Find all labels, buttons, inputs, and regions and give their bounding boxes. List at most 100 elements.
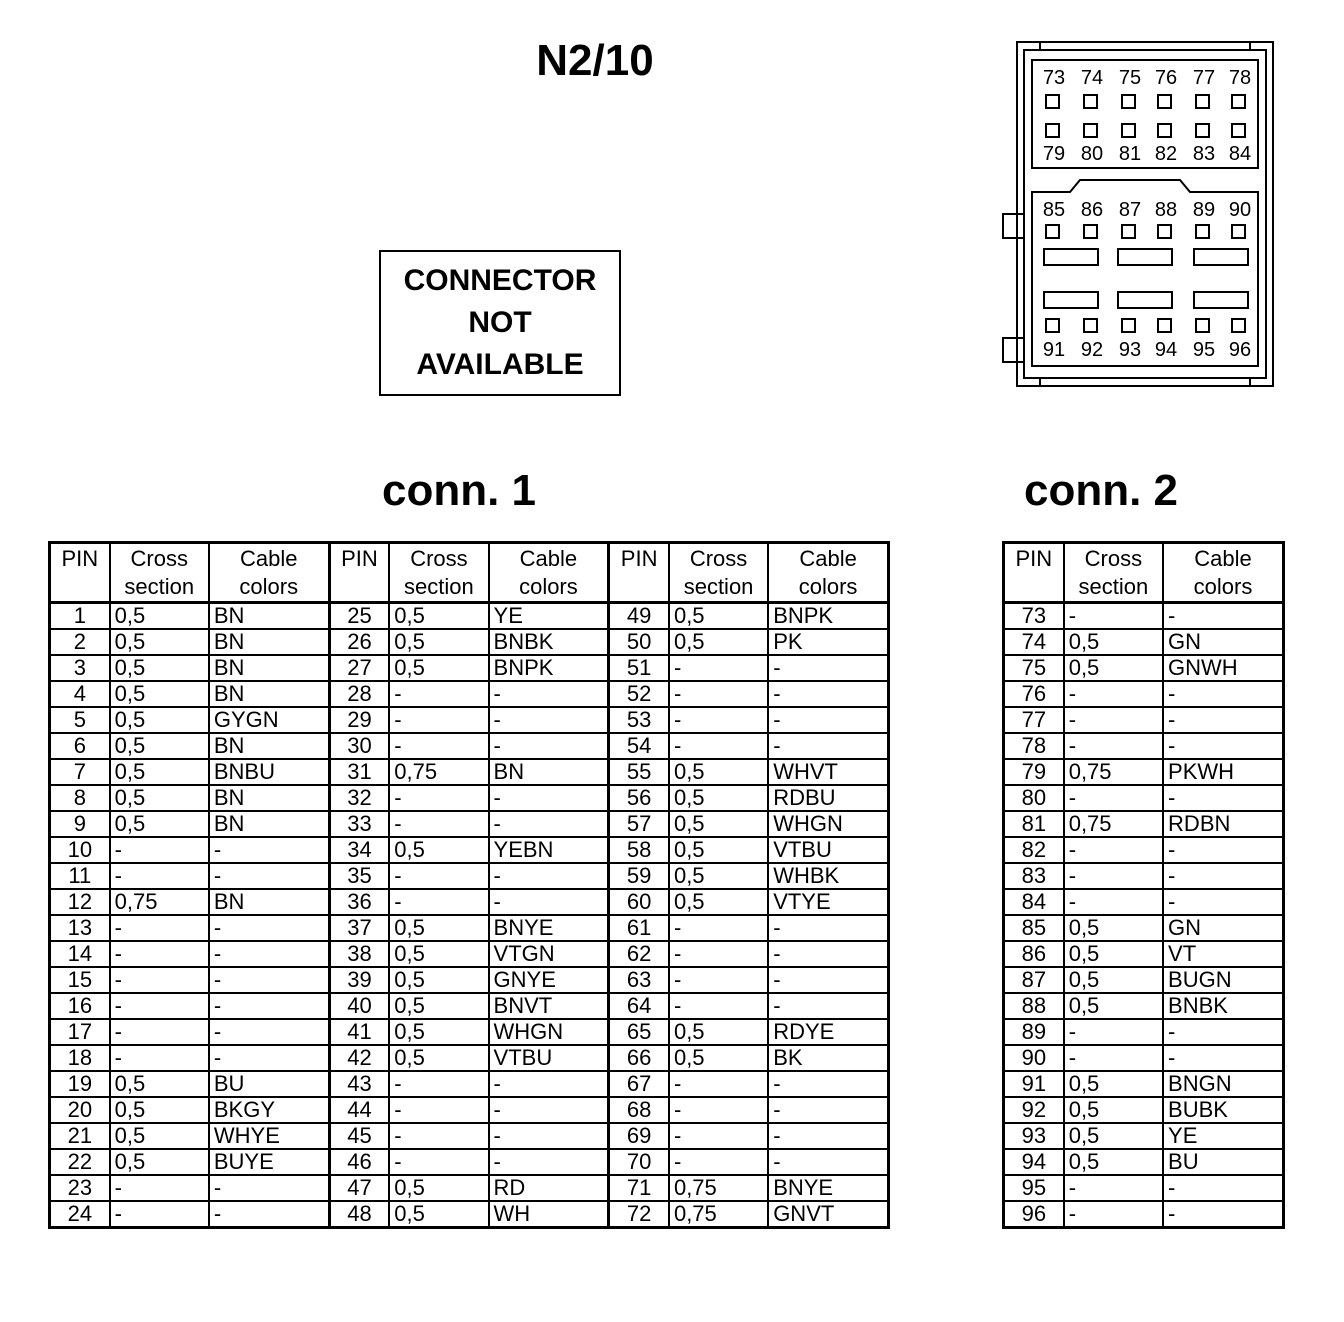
cable-color-cell: BN: [207, 732, 331, 760]
cross-section-cell: -: [108, 914, 210, 942]
cable-color-cell: BKGY: [207, 1096, 331, 1124]
cross-section-cell: 0,5: [108, 680, 210, 708]
cross-section-cell: -: [667, 966, 770, 994]
cross-section-cell: -: [1062, 1200, 1165, 1229]
cross-section-cell: 0,5: [667, 862, 770, 890]
pin-square: [1231, 224, 1246, 239]
na-line-3: AVAILABLE: [416, 348, 584, 381]
cross-section-cell: 0,5: [667, 784, 770, 812]
cable-color-cell: -: [1162, 784, 1285, 812]
pin-cell: 92: [1002, 1096, 1065, 1124]
cable-color-cell: GN: [1162, 914, 1285, 942]
pin-label: 88: [1155, 199, 1177, 221]
cable-color-cell: WHGN: [487, 1018, 611, 1046]
pin-cell: 78: [1002, 732, 1065, 760]
cable-color-cell: -: [1162, 1174, 1285, 1202]
cross-section-cell: 0,5: [667, 810, 770, 838]
pin-label: 74: [1081, 67, 1103, 89]
cable-color-cell: RDYE: [767, 1018, 890, 1046]
cable-color-cell: -: [207, 914, 331, 942]
cross-section-cell: -: [388, 1148, 490, 1176]
cross-section-cell: 0,5: [108, 654, 210, 682]
cable-color-cell: -: [767, 914, 890, 942]
pin-square: [1121, 318, 1136, 333]
cross-section-cell: -: [667, 992, 770, 1020]
pin-cell: 12: [48, 888, 111, 916]
pin-square: [1083, 94, 1098, 109]
cross-section-cell: -: [667, 732, 770, 760]
cross-section-cell: 0,5: [388, 654, 490, 682]
pin-cell: 71: [607, 1174, 670, 1202]
pin-cell: 1: [48, 601, 111, 630]
cross-section-cell: 0,5: [667, 758, 770, 786]
pin-cell: 74: [1002, 628, 1065, 656]
cable-color-cell: -: [487, 810, 611, 838]
slot: [1193, 248, 1249, 266]
cable-color-cell: BN: [207, 601, 331, 630]
pin-cell: 28: [328, 680, 391, 708]
pin-cell: 2: [48, 628, 111, 656]
pin-cell: 86: [1002, 940, 1065, 968]
pin-cell: 90: [1002, 1044, 1065, 1072]
cable-color-cell: BN: [207, 628, 331, 656]
cross-section-cell: 0,5: [1062, 1122, 1165, 1150]
cable-color-cell: -: [1162, 1044, 1285, 1072]
cross-section-cell: -: [108, 862, 210, 890]
cross-section-cell: -: [388, 732, 490, 760]
cable-color-cell: -: [1162, 888, 1285, 916]
cable-color-cell: BK: [767, 1044, 890, 1072]
table-row: 76--: [1002, 680, 1285, 708]
cable-color-cell: GNWH: [1162, 654, 1285, 682]
cross-section-cell: 0,5: [388, 628, 490, 656]
pin-label: 77: [1193, 67, 1215, 89]
cross-section-cell: 0,75: [108, 888, 210, 916]
table-row: 77--: [1002, 706, 1285, 734]
pin-cell: 27: [328, 654, 391, 682]
cable-color-cell: BN: [207, 654, 331, 682]
cross-section-cell: -: [108, 1018, 210, 1046]
cross-section-cell: 0,5: [667, 628, 770, 656]
cross-section-cell: 0,5: [108, 1148, 210, 1176]
cable-color-cell: BUBK: [1162, 1096, 1285, 1124]
pin-cell: 46: [328, 1148, 391, 1176]
cross-section-cell: -: [108, 940, 210, 968]
cross-section-cell: 0,75: [1062, 758, 1165, 786]
cross-section-cell: 0,5: [667, 1044, 770, 1072]
cable-color-cell: WHYE: [207, 1122, 331, 1150]
pin-cell: 57: [607, 810, 670, 838]
pin-cell: 77: [1002, 706, 1065, 734]
cable-color-cell: -: [1162, 1018, 1285, 1046]
pin-cell: 41: [328, 1018, 391, 1046]
pin-square: [1045, 123, 1060, 138]
cable-color-cell: RD: [487, 1174, 611, 1202]
pin-cell: 7: [48, 758, 111, 786]
cross-section-cell: 0,5: [388, 1174, 490, 1202]
cross-section-cell: -: [1062, 732, 1165, 760]
pin-cell: 94: [1002, 1148, 1065, 1176]
pin-cell: 88: [1002, 992, 1065, 1020]
cable-color-cell: -: [1162, 836, 1285, 864]
cable-color-cell: -: [1162, 706, 1285, 734]
pin-square: [1231, 94, 1246, 109]
cable-color-cell: -: [207, 992, 331, 1020]
pin-square: [1083, 123, 1098, 138]
pin-cell: 40: [328, 992, 391, 1020]
pin-cell: 15: [48, 966, 111, 994]
cable-color-cell: -: [487, 1070, 611, 1098]
pin-cell: 24: [48, 1200, 111, 1229]
pin-cell: 49: [607, 601, 670, 630]
slot: [1193, 291, 1249, 309]
cross-section-cell: 0,5: [108, 810, 210, 838]
pin-cell: 56: [607, 784, 670, 812]
pin-cell: 96: [1002, 1200, 1065, 1229]
